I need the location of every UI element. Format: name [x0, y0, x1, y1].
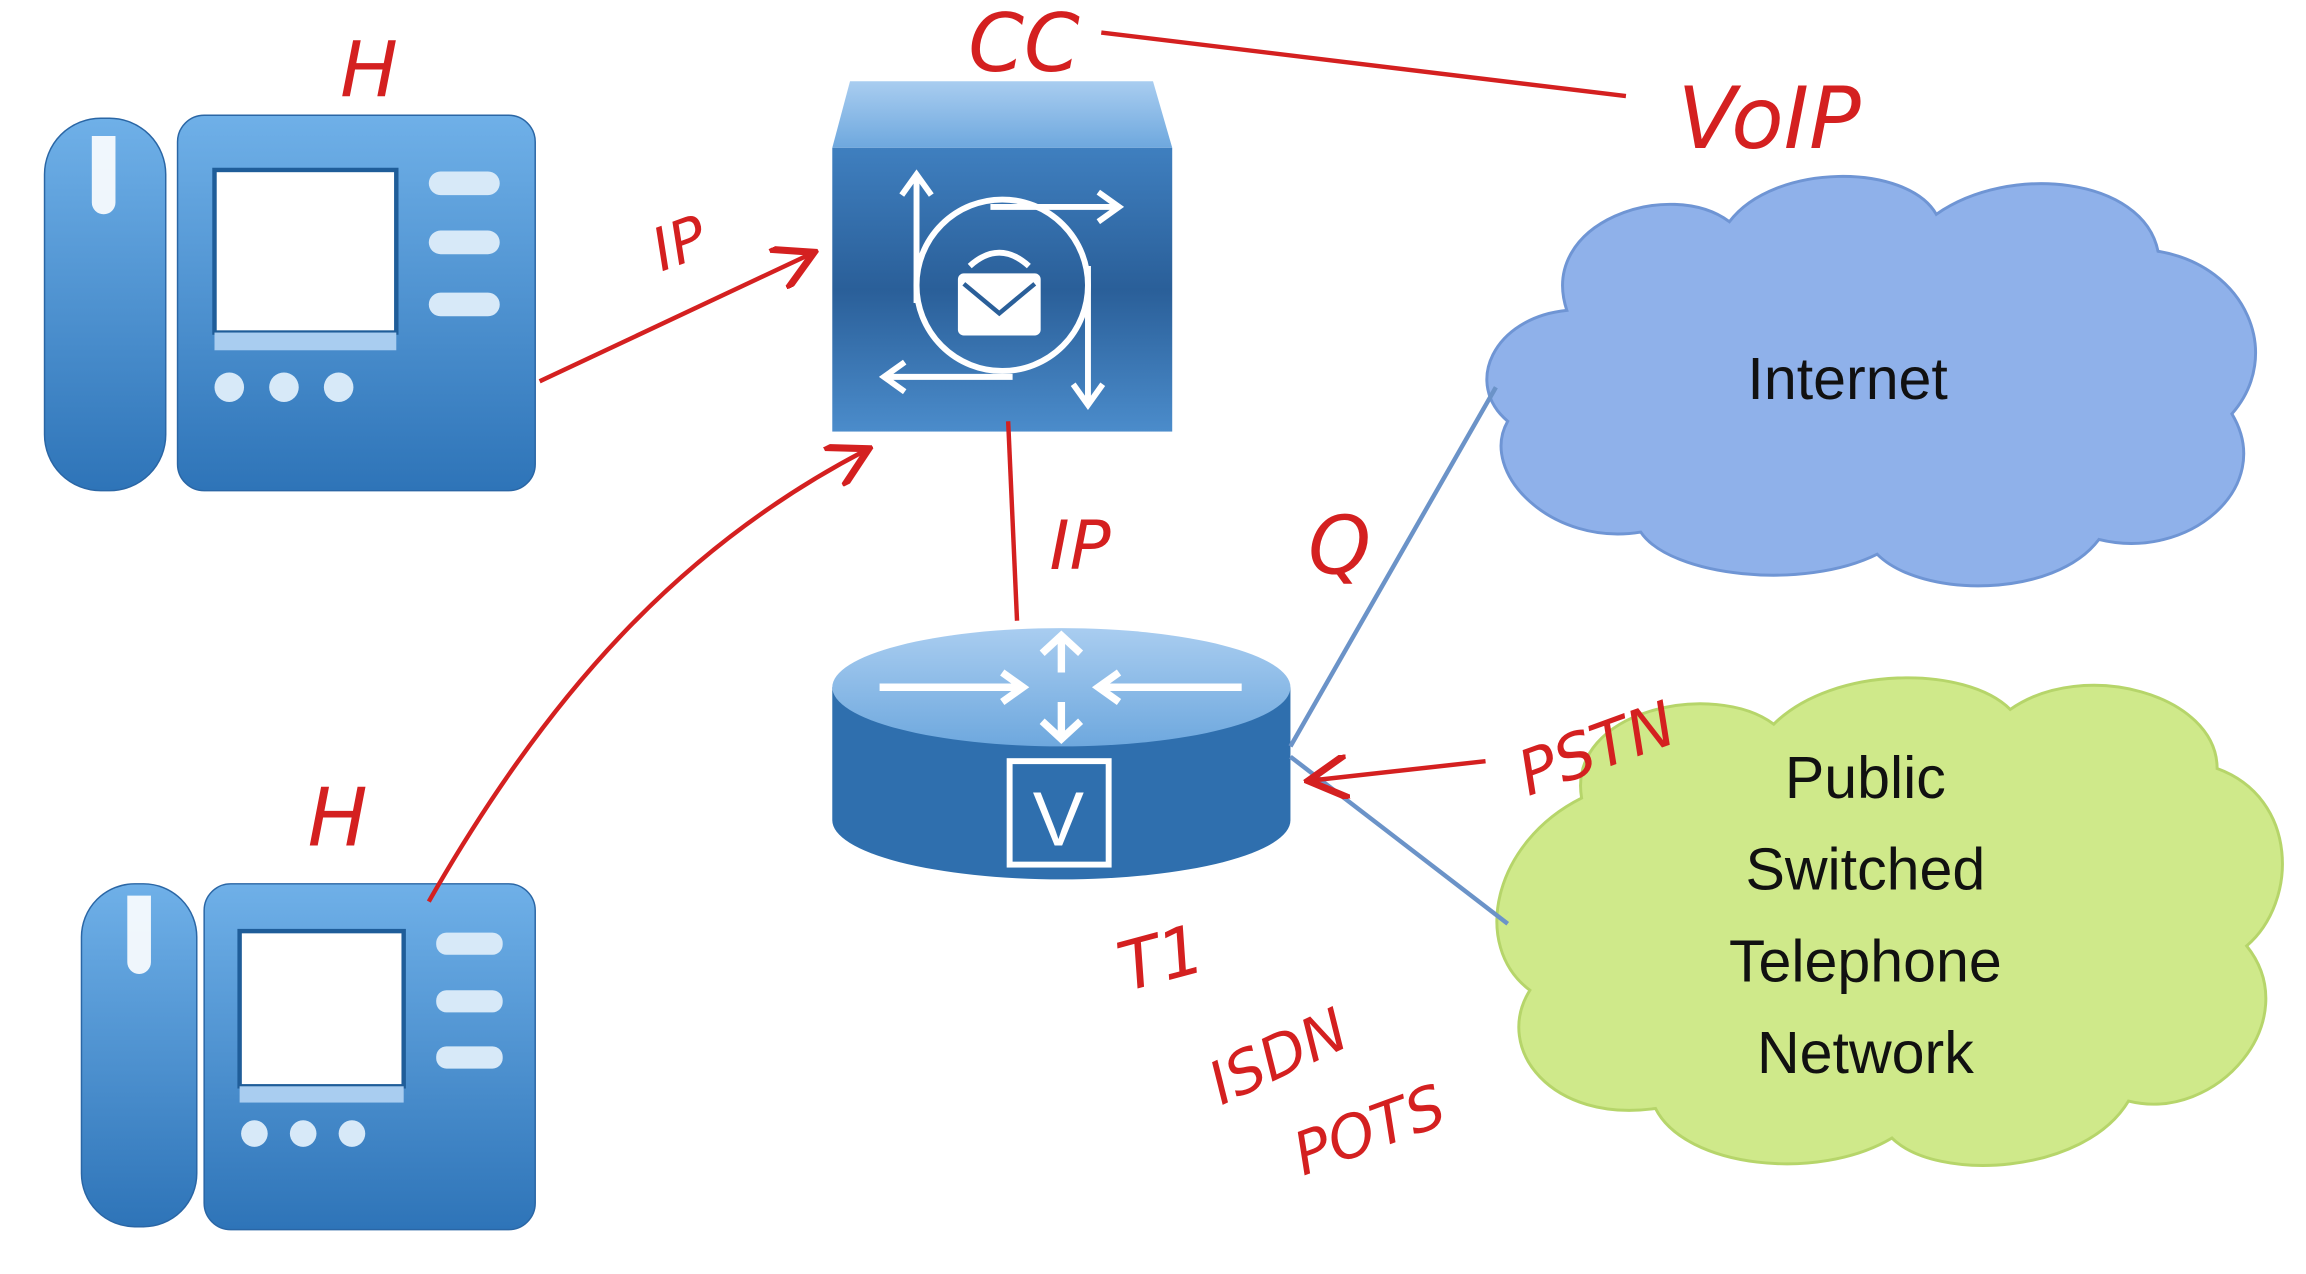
annotation-voip: VoIP — [1678, 69, 1861, 169]
call-manager-icon — [878, 169, 1125, 411]
internet-cloud: Internet — [1485, 174, 2257, 588]
phone-screen — [212, 167, 399, 335]
annotation-ip-middle: IP — [1050, 507, 1111, 586]
annotation-cc: CC — [968, 0, 1080, 90]
annotation-pots: POTS — [1284, 1071, 1454, 1189]
cc-router-line — [1005, 421, 1020, 621]
voice-router: V — [832, 628, 1291, 880]
arrow-phone-top-to-cc — [538, 254, 810, 384]
annotation-t1: T1 — [1110, 910, 1212, 1008]
handset-icon — [80, 883, 198, 1228]
annotation-strokes — [426, 30, 1627, 903]
pstn-label-line-3: Telephone — [1729, 927, 2002, 994]
arrow-phone-bottom-to-cc — [426, 451, 865, 903]
handset-icon — [43, 117, 167, 492]
pstn-label-line-4: Network — [1757, 1019, 1974, 1086]
internet-label: Internet — [1747, 345, 1947, 412]
phone-screen — [237, 928, 406, 1089]
link-router-pstn — [1289, 754, 1510, 926]
router-arrows-icon — [879, 630, 1242, 745]
call-manager-server — [832, 81, 1173, 432]
ip-phone-bottom — [80, 883, 536, 1231]
annotation-q: Q — [1308, 499, 1371, 592]
router-badge: V — [1033, 776, 1084, 862]
pstn-label-line-1: Public — [1785, 744, 1946, 811]
annotation-ip-top: IP — [643, 202, 717, 285]
link-router-internet — [1288, 386, 1498, 748]
pstn-cloud: Public Switched Telephone Network — [1495, 676, 2284, 1167]
annotation-isdn: ISDN — [1198, 995, 1358, 1119]
ip-phone-top — [43, 114, 536, 492]
annotation-h-bottom: H — [308, 771, 368, 864]
pstn-label-line-2: Switched — [1745, 836, 1985, 903]
annotation-h-top: H — [340, 26, 398, 115]
cc-voip-line — [1101, 30, 1627, 99]
arrow-pstn-to-router — [1313, 761, 1486, 780]
